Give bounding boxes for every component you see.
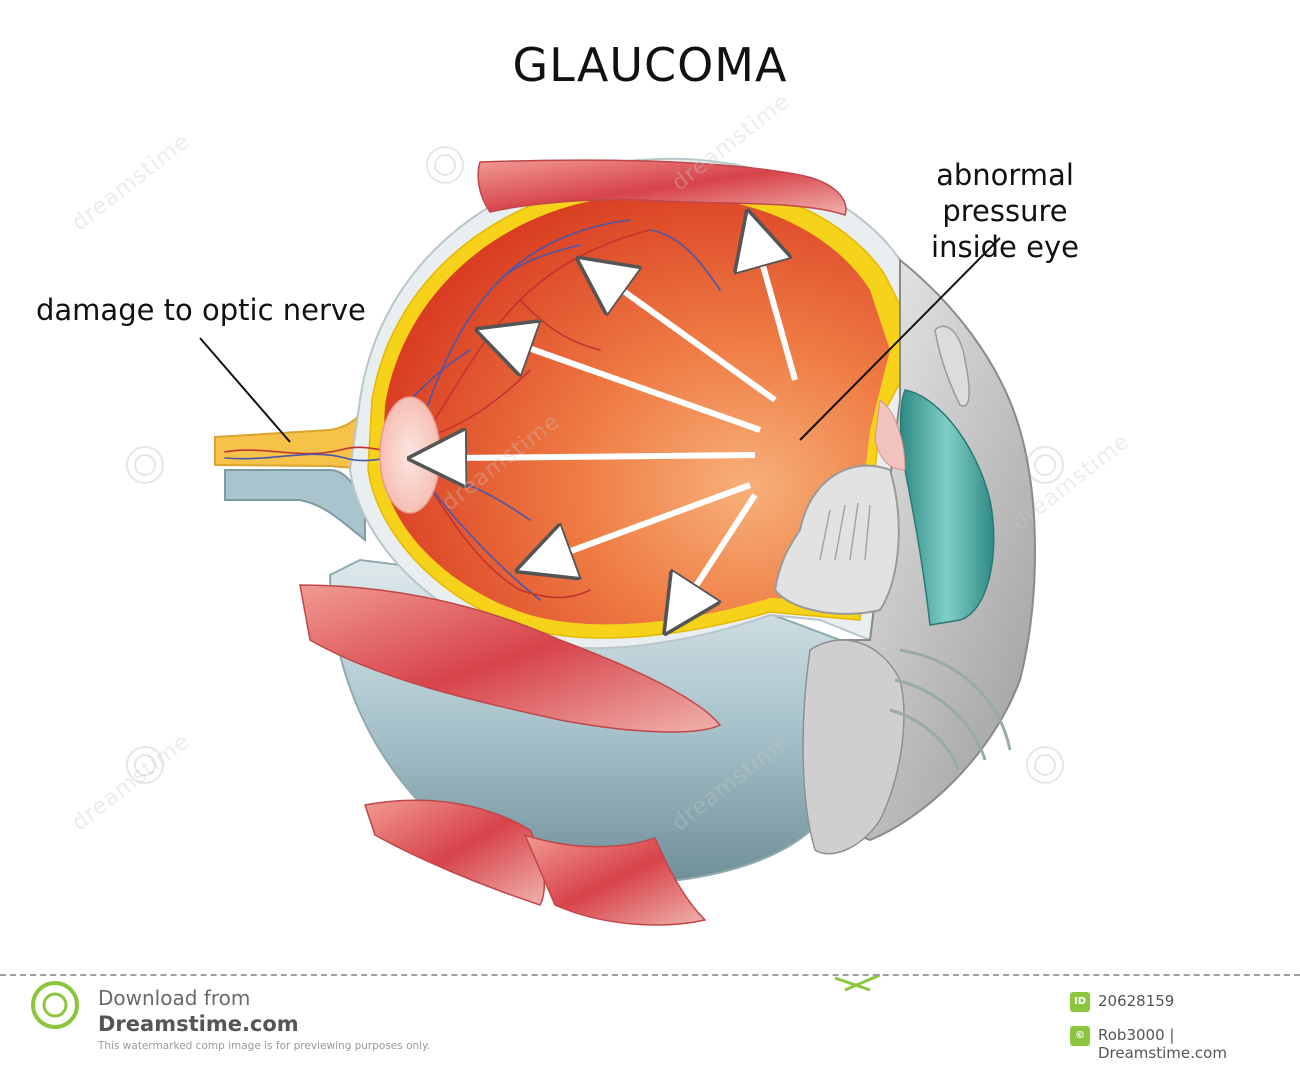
pressure-arrow [455,455,756,458]
label-pressure-line1: abnormal pressure [936,158,1074,228]
scissors-icon [834,973,881,992]
pressure-arrows [455,255,798,595]
muscle-upper [477,159,847,216]
watermark-footer: Download from Dreamstime.com This waterm… [0,970,1300,1065]
leader-line-nerve [199,337,291,443]
pressure-arrow [760,255,798,381]
footer-divider [0,974,1300,976]
footer-download-text: Download from [98,986,251,1010]
muscle-lower-left [299,584,722,733]
copyright-badge-icon: © [1070,1026,1090,1046]
pressure-arrow [560,482,752,555]
label-pressure-line2: inside eye [931,230,1079,264]
muscle-bottom-front [523,833,707,926]
dreamstime-logo-icon [31,981,79,1029]
iris [874,399,906,471]
pressure-arrow [615,285,777,403]
lens [773,464,900,615]
label-pressure: abnormal pressure inside eye [880,157,1130,265]
id-badge-icon: ID [1070,992,1090,1012]
optic-disc [379,396,441,514]
eyelid-upper [934,325,970,407]
footer-brand[interactable]: Dreamstime.com [98,1012,299,1036]
image-id: 20628159 [1098,992,1175,1010]
optic-nerve-sheath [224,469,366,543]
lens-fibers [819,502,871,561]
pressure-arrow [520,345,762,433]
conjunctiva-lower [802,639,905,855]
leader-line-pressure [799,237,1001,441]
footer-note: This watermarked comp image is for previ… [98,1040,431,1052]
page-title: GLAUCOMA [512,38,788,92]
retinal-vessels [224,219,721,601]
vitreous-chamber [382,194,890,625]
cornea-rings [889,648,1012,771]
pressure-arrow [690,493,758,595]
label-optic-nerve: damage to optic nerve [36,293,366,327]
image-author: Rob3000 | Dreamstime.com [1098,1026,1227,1062]
